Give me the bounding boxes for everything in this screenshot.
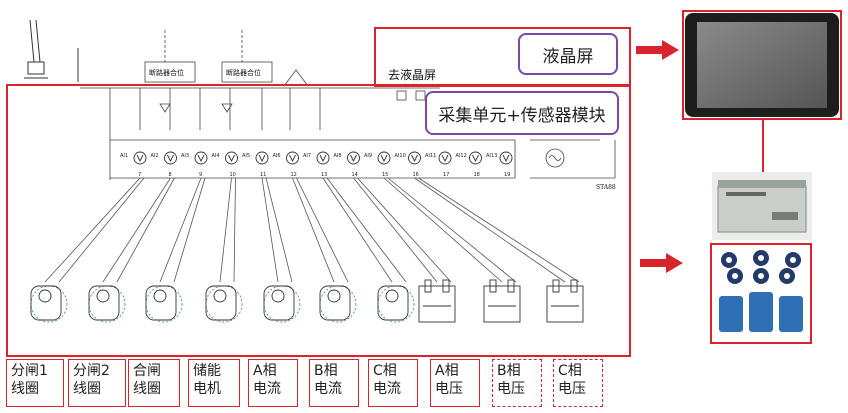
meter-mark — [472, 154, 479, 163]
signal-wire — [102, 177, 171, 283]
signal-wire — [383, 177, 503, 283]
terminal-number: 19 — [504, 172, 510, 178]
channel-label: AI6 — [273, 153, 281, 159]
current-sensor — [205, 285, 243, 323]
voltage-sensor — [418, 279, 456, 323]
terminal-number: 12 — [291, 172, 297, 178]
terminal-number: 7 — [138, 172, 141, 178]
current-sensor — [88, 285, 126, 323]
channel-label: AI2 — [151, 153, 159, 159]
label-a-current: A相电流 — [248, 359, 298, 407]
arrow-to-module-icon — [640, 253, 683, 273]
channel-label: AI8 — [334, 153, 342, 159]
terminal-number: 15 — [382, 172, 388, 178]
label-b-voltage: B相电压 — [492, 359, 542, 407]
signal-wire — [357, 177, 452, 283]
collector-callout: 采集单元+传感器模块 — [425, 91, 619, 135]
lcd-callout: 液晶屏 — [518, 33, 618, 75]
signal-wire — [159, 177, 202, 283]
signal-wire — [116, 177, 175, 283]
terminal-number: 16 — [413, 172, 419, 178]
current-sensor — [263, 285, 301, 323]
to-lcd-text: 去液晶屏 — [388, 68, 437, 82]
breaker-label-right: 断路器合位 — [226, 69, 261, 77]
signal-wire — [265, 177, 293, 283]
terminal-number: 8 — [169, 172, 172, 178]
signal-wire — [58, 177, 145, 283]
device-icon — [24, 19, 79, 82]
signal-wire — [353, 177, 438, 283]
label-c-current: C相电流 — [368, 359, 418, 407]
meter-mark — [197, 154, 205, 163]
channel-label: AI9 — [364, 153, 372, 159]
current-sensor — [145, 285, 183, 323]
meter-mark — [380, 154, 388, 163]
terminal-number: 17 — [443, 172, 449, 178]
breaker-box-right — [221, 61, 273, 83]
to-lcd-frame — [374, 27, 631, 87]
channel-label: AI1 — [120, 153, 128, 159]
signal-wire — [233, 177, 236, 283]
channel-label: AI10 — [395, 153, 406, 159]
meter-mark — [136, 154, 144, 163]
terminal-number: 9 — [199, 172, 202, 178]
meter-mark — [502, 154, 510, 163]
signal-wire — [322, 177, 393, 283]
schematic-frame — [6, 84, 631, 357]
breaker-box-left — [144, 61, 196, 83]
lcd-frame — [682, 10, 842, 120]
channel-label: AI12 — [456, 153, 467, 159]
meter-mark — [411, 154, 418, 163]
breaker-label-left: 断路器合位 — [149, 69, 184, 77]
signal-wire — [326, 177, 407, 283]
current-sensor — [319, 285, 357, 323]
label-energy-motor: 储能电机 — [188, 359, 240, 407]
label-b-current: B相电流 — [309, 359, 359, 407]
signal-wire — [414, 177, 566, 283]
meter-mark — [289, 154, 296, 163]
connector-line — [762, 120, 764, 172]
label-a-voltage: A相电压 — [430, 359, 480, 407]
terminal-number: 11 — [260, 172, 266, 178]
sensors-frame — [710, 243, 812, 344]
channel-label: AI3 — [181, 153, 189, 159]
terminal-number: 13 — [321, 172, 327, 178]
terminal-number: 18 — [474, 172, 480, 178]
current-sensor — [377, 285, 415, 323]
label-c-voltage: C相电压 — [553, 359, 603, 407]
signal-wire — [219, 177, 232, 283]
arrow-to-lcd-icon — [636, 40, 679, 60]
label-close-coil: 合闸线圈 — [128, 359, 180, 407]
channel-label: AI4 — [212, 153, 220, 159]
acquisition-module-image — [712, 172, 812, 240]
meter-mark — [350, 154, 357, 163]
signal-wire — [44, 177, 141, 283]
sensors-image — [713, 246, 809, 341]
signal-wire — [292, 177, 335, 283]
signal-wire — [296, 177, 349, 283]
channel-label: AI5 — [242, 153, 250, 159]
meter-mark — [319, 154, 327, 163]
channel-label: AI11 — [425, 153, 436, 159]
meter-mark — [228, 154, 235, 163]
channel-label: AI13 — [486, 153, 497, 159]
voltage-sensor — [483, 279, 521, 323]
terminal-number: 10 — [230, 172, 236, 178]
terminal-number: 14 — [352, 172, 358, 178]
signal-wire — [173, 177, 206, 283]
channel-label: AI7 — [303, 153, 311, 159]
signal-wire — [418, 177, 580, 283]
signal-wire — [261, 177, 279, 283]
signal-wire — [387, 177, 517, 283]
lcd-screen-image — [685, 13, 839, 117]
voltage-sensor — [546, 279, 584, 323]
meter-mark — [441, 154, 449, 163]
current-sensor — [30, 285, 68, 323]
meter-mark — [258, 154, 266, 163]
sta-label: STA88 — [596, 184, 616, 191]
meter-mark — [167, 154, 174, 163]
